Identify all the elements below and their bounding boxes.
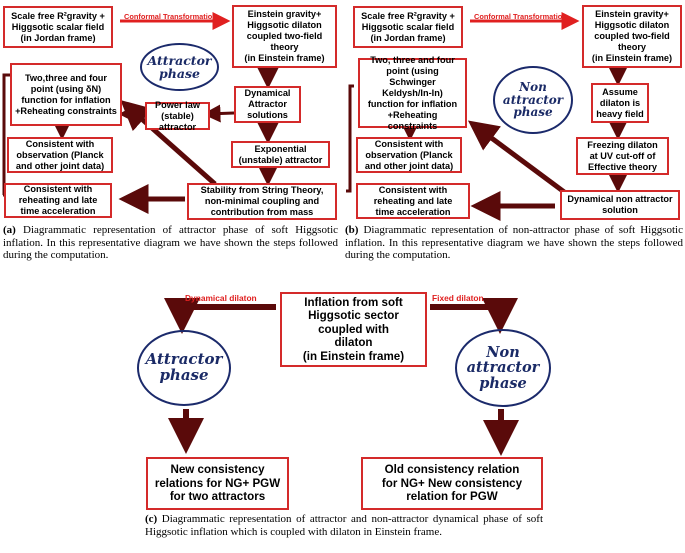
phase-b-line3: phase: [513, 105, 553, 120]
box-a-observation: Consistent with observation (Planck and …: [7, 137, 113, 173]
arrow-b-left-rail: [346, 84, 354, 193]
caption-c: (c) Diagrammatic representation of attra…: [145, 513, 543, 538]
phase-c-nonattractor-line3: phase: [479, 374, 527, 392]
box-c-old-consistency: Old consistency relation for NG+ New con…: [361, 457, 543, 510]
arrow-a-stability-npoint: [120, 100, 217, 186]
label-c-fixed-dilaton: Fixed dilaton: [432, 293, 484, 303]
box-a-jordan-frame: Scale free R²gravity + Higgsotic scalar …: [3, 6, 113, 48]
nonattractor-phase-oval-c: Non attractor phase: [455, 329, 551, 407]
arrow-a-dynamical-powerlaw: [202, 104, 235, 123]
label-b-conformal-transformation: Conformal Transformation: [474, 12, 567, 21]
arrow-c-to-attractor: [164, 298, 276, 334]
box-a-reheating: Consistent with reheating and late time …: [4, 183, 112, 218]
caption-a-tag: (a): [3, 224, 16, 236]
attractor-phase-oval-a: Attractor phase: [140, 43, 219, 91]
caption-b-text: Diagrammatic representation of non-attra…: [345, 224, 683, 262]
arrow-a-left-rail: [2, 73, 10, 197]
box-b-npoint-function: Two, three and four point (using Schwing…: [358, 55, 467, 131]
caption-c-text: Diagrammatic representation of attractor…: [145, 513, 543, 538]
caption-a: (a) Diagrammatic representation of attra…: [3, 224, 338, 262]
box-a-power-law: Power law (stable) attractor: [145, 100, 210, 132]
phase-b-line2: attractor: [502, 92, 564, 107]
label-c-dynamical-dilaton: Dynamical dilaton: [185, 293, 257, 303]
caption-b-tag: (b): [345, 224, 359, 236]
phase-c-attractor-line2: phase: [159, 366, 209, 384]
box-a-dynamical-attractor: Dynamical Attractor solutions: [234, 86, 301, 123]
box-c-new-consistency: New consistency relations for NG+ PGW fo…: [146, 457, 289, 510]
caption-c-tag: (c): [145, 513, 158, 525]
arrow-b-nonattractor-npoint: [467, 120, 577, 203]
caption-a-text: Diagrammatic representation of attractor…: [3, 224, 339, 262]
box-c-inflation-source: Inflation from soft Higgsotic sector cou…: [280, 292, 427, 367]
phase-c-nonattractor-line2: attractor: [466, 359, 540, 377]
attractor-phase-oval-c: Attractor phase: [137, 330, 231, 406]
phase-a-line1: Attractor: [147, 52, 212, 68]
box-b-freezing-dilaton: Freezing dilaton at UV cut-off of Effect…: [576, 137, 669, 175]
phase-c-attractor-line1: Attractor: [145, 350, 223, 369]
phase-c-nonattractor-line1: Non: [486, 344, 520, 362]
box-b-nonattractor-solution: Dynamical non attractor solution: [560, 190, 680, 220]
box-b-observation: Consistent with observation (Planck and …: [356, 137, 462, 173]
phase-a-line2: phase: [159, 66, 200, 81]
caption-b: (b) Diagrammatic representation of non-a…: [345, 224, 683, 262]
box-a-einstein-frame: Einstein gravity+ Higgsotic dilaton coup…: [232, 5, 337, 68]
box-b-assume-dilaton: Assume dilaton is heavy field: [591, 83, 649, 123]
box-a-exponential: Exponential (unstable) attractor: [231, 141, 330, 168]
nonattractor-phase-oval-b: Non attractor phase: [493, 66, 573, 134]
arrow-c-to-nonattractor: [430, 298, 518, 334]
box-b-reheating: Consistent with reheating and late time …: [356, 183, 470, 219]
box-b-jordan-frame: Scale free R²gravity + Higgsotic scalar …: [353, 6, 463, 48]
box-b-einstein-frame: Einstein gravity+ Higgsotic dilaton coup…: [582, 5, 682, 68]
phase-b-line1: Non: [519, 80, 547, 95]
label-a-conformal-transformation: Conformal Transformation: [124, 12, 217, 21]
box-a-npoint-function: Two,three and four point (using δN) func…: [10, 63, 122, 126]
box-a-stability: Stability from String Theory, non-minima…: [187, 183, 337, 220]
